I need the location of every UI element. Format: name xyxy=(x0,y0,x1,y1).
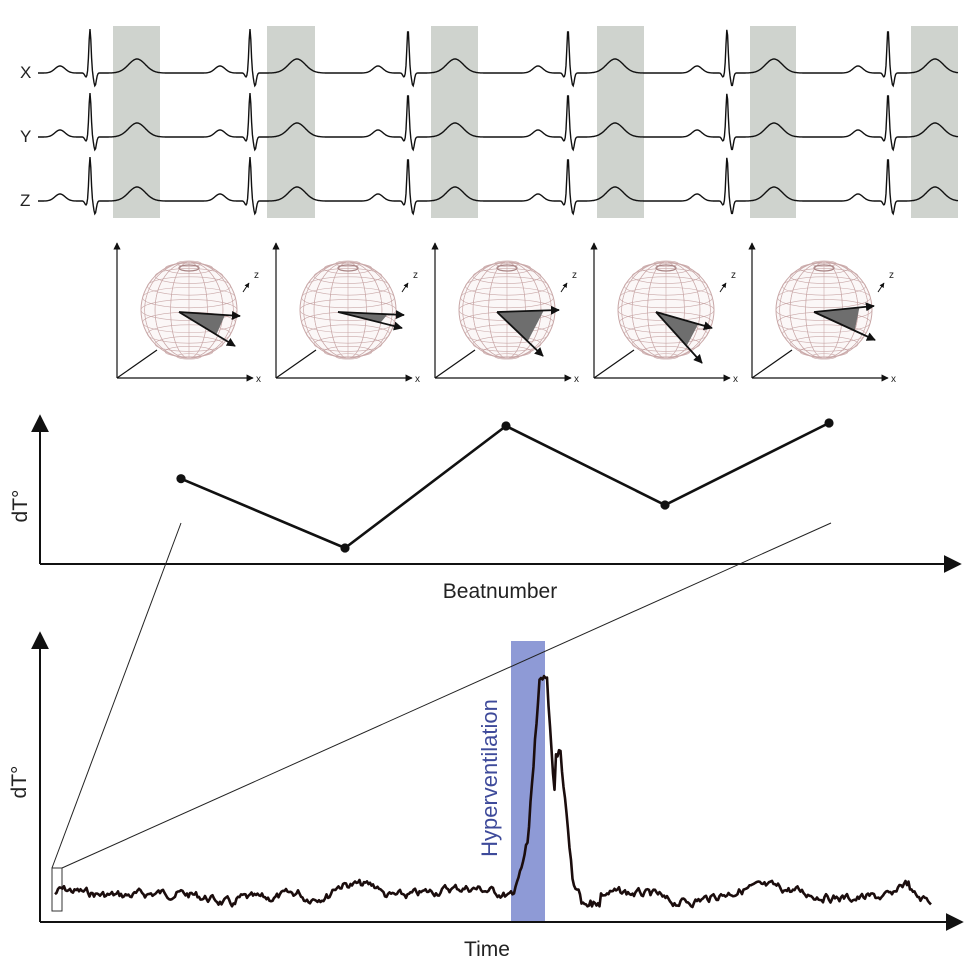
vector-panel-x-label: x xyxy=(891,374,896,385)
time-chart-x-label: Time xyxy=(464,938,510,961)
vector-arrow-2 xyxy=(655,311,703,364)
ecg-traces xyxy=(38,28,959,216)
vector-panel-z-arrow xyxy=(242,282,250,293)
vector-panel-z-label: z xyxy=(413,270,418,281)
sphere xyxy=(617,260,715,360)
vector-panel-z-arrow xyxy=(877,282,885,293)
vector-panel-z-label: z xyxy=(254,270,259,281)
ecg-trace-x xyxy=(38,28,959,88)
vector-panel-z-axis xyxy=(434,349,476,379)
vector-panel-2: xz xyxy=(272,242,420,385)
ecg-highlight-6 xyxy=(911,26,958,218)
beat-chart: dT° Beatnumber xyxy=(9,414,962,603)
vector-panel-z-arrow xyxy=(719,282,727,293)
beat-point-5 xyxy=(824,418,834,428)
vector-panel-x-label: x xyxy=(733,374,738,385)
beat-series-points xyxy=(176,418,834,553)
ecg-trace-y xyxy=(38,92,959,152)
vector-panel-x-label: x xyxy=(256,374,261,385)
beat-point-4 xyxy=(660,500,670,510)
ecg-highlight-bands xyxy=(113,26,958,218)
beat-point-2 xyxy=(340,543,350,553)
vector-panel-z-axis xyxy=(116,349,158,379)
vector-arrow-1 xyxy=(178,310,241,320)
ecg-highlight-3 xyxy=(431,26,478,218)
ecg-highlight-1 xyxy=(113,26,160,218)
vector-angle-wedge xyxy=(497,310,544,341)
lead-label-z: Z xyxy=(20,191,30,210)
beat-point-3 xyxy=(501,421,511,431)
vector-angle-wedge xyxy=(656,312,699,346)
vector-panel-z-label: z xyxy=(572,270,577,281)
vector-arrow-1 xyxy=(655,311,713,331)
sphere xyxy=(140,260,238,360)
vector-angle-wedge xyxy=(179,312,226,335)
beat-chart-x-label: Beatnumber xyxy=(443,580,557,603)
ecg-highlight-4 xyxy=(597,26,644,218)
beat-series-line xyxy=(180,421,830,550)
ecg-highlight-2 xyxy=(267,26,315,218)
lead-label-y: Y xyxy=(20,127,31,146)
vector-panel-x-label: x xyxy=(415,374,420,385)
zoom-line-right xyxy=(61,522,832,869)
vector-panel-4: xz xyxy=(590,242,738,385)
vector-panel-x-label: x xyxy=(574,374,579,385)
time-chart-y-label: dT° xyxy=(8,766,31,799)
vector-panel-1: xz xyxy=(113,242,261,385)
vector-panel-z-axis xyxy=(751,349,793,379)
vector-arrow-1 xyxy=(337,310,405,320)
vector-panel-z-axis xyxy=(593,349,635,379)
beat-point-1 xyxy=(176,474,186,484)
ecg-panel: X Y Z xyxy=(20,26,959,218)
ecg-highlight-5 xyxy=(750,26,796,218)
vector-arrow-1 xyxy=(813,302,875,313)
sphere xyxy=(775,260,873,360)
time-series-line xyxy=(54,674,932,909)
hyperventilation-label: Hyperventilation xyxy=(477,699,502,857)
lead-label-x: X xyxy=(20,63,31,82)
time-chart: dT° Time Hyperventilation xyxy=(8,522,964,961)
vector-panel-z-label: z xyxy=(889,270,894,281)
vector-panel-z-axis xyxy=(275,349,317,379)
vector-arrow-2 xyxy=(813,311,876,341)
sphere xyxy=(299,260,397,360)
vector-panel-3: xz xyxy=(431,242,579,385)
vector-panel-z-arrow xyxy=(560,282,568,293)
zoom-line-left xyxy=(51,522,182,869)
beat-chart-y-label: dT° xyxy=(9,490,32,523)
vector-panel-z-arrow xyxy=(401,282,409,293)
vector-arrow-2 xyxy=(337,311,403,331)
ecg-trace-z xyxy=(38,156,959,216)
vector-arrow-1 xyxy=(496,305,560,315)
vector-arrow-2 xyxy=(178,311,236,347)
vector-panel-z-label: z xyxy=(731,270,736,281)
vector-panel-5: xz xyxy=(748,242,896,385)
vector-angle-wedge xyxy=(814,307,860,331)
vector-arrow-2 xyxy=(496,311,544,357)
